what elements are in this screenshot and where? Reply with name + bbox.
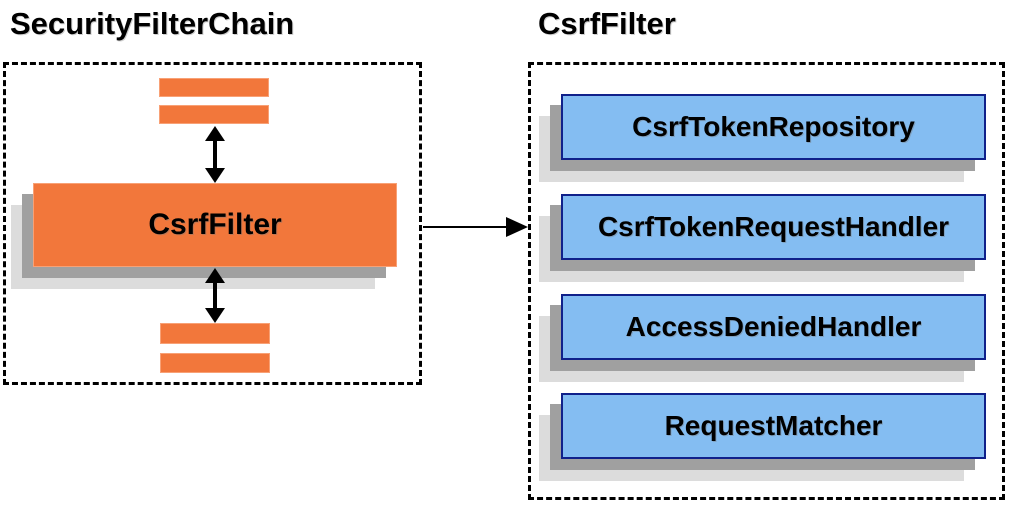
filter-stack-bar-bottom-1 [160,323,270,344]
arrowhead-up-icon [205,268,225,283]
arrow-shaft [213,280,217,311]
arrow-shaft [213,138,217,171]
filter-stack-bar-bottom-2 [160,353,270,373]
security-filter-chain-box: CsrfFilter [3,62,422,385]
component-box-csrf-token-request-handler: CsrfTokenRequestHandler [561,194,986,260]
arrow-shaft [423,226,510,228]
component-label: RequestMatcher [664,410,883,441]
security-filter-chain-title: SecurityFilterChain [10,6,295,41]
arrowhead-up-icon [205,126,225,141]
component-box-access-denied-handler: AccessDeniedHandler [561,294,986,360]
component-label: AccessDeniedHandler [625,311,922,342]
csrf-filter-node: CsrfFilter [33,183,397,267]
csrf-filter-detail-box: CsrfTokenRepository CsrfTokenRequestHand… [528,62,1005,500]
filter-stack-bar-top-1 [159,78,269,97]
arrowhead-down-icon [205,308,225,323]
arrowhead-down-icon [205,168,225,183]
csrf-filter-node-label: CsrfFilter [148,208,282,241]
arrowhead-right-icon [506,217,528,237]
filter-stack-bar-top-2 [159,105,269,124]
component-box-csrf-token-repository: CsrfTokenRepository [561,94,986,160]
component-box-request-matcher: RequestMatcher [561,393,986,459]
csrf-filter-title: CsrfFilter [538,6,676,41]
bidirectional-arrow-bottom [205,268,225,323]
delegates-arrow [423,217,528,237]
bidirectional-arrow-top [205,126,225,183]
component-label: CsrfTokenRequestHandler [597,211,950,242]
component-label: CsrfTokenRepository [632,111,915,142]
